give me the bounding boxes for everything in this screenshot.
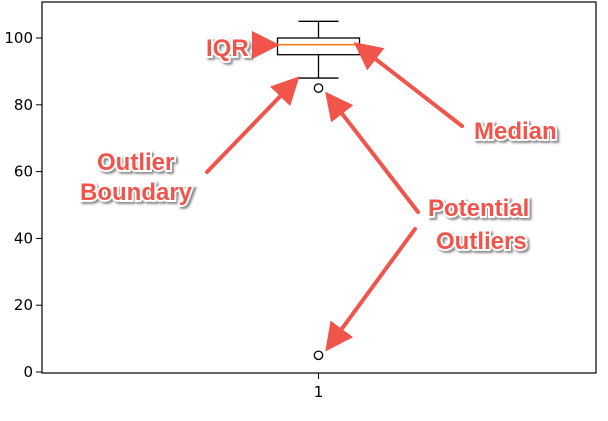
x-tick-label: 1 bbox=[314, 383, 324, 401]
y-tick-label: 100 bbox=[4, 29, 33, 47]
iqr-annotation: IQR bbox=[206, 35, 249, 62]
y-tick-label: 60 bbox=[14, 163, 33, 181]
median-arrow bbox=[353, 42, 464, 128]
potential-outlier-upper-arrow bbox=[325, 91, 420, 214]
potential-outlier-lower-arrow bbox=[325, 227, 417, 352]
outlier-point bbox=[313, 83, 324, 93]
median-annotation: Median bbox=[474, 118, 557, 145]
y-tick-label: 0 bbox=[23, 363, 33, 381]
iqr-box bbox=[276, 37, 361, 56]
y-axis: 0 20 40 60 80 100 bbox=[4, 29, 42, 381]
outlier-boundary-annotation-line2: Boundary bbox=[80, 179, 193, 206]
box-layer bbox=[276, 20, 361, 361]
y-tick-label: 80 bbox=[14, 96, 33, 114]
x-axis: 1 bbox=[314, 373, 324, 401]
potential-outliers-annotation-line2: Outliers bbox=[436, 228, 527, 255]
y-tick-label: 40 bbox=[14, 229, 33, 247]
potential-outliers-annotation-line1: Potential bbox=[428, 195, 529, 222]
y-tick-label: 20 bbox=[14, 296, 33, 314]
outlier-boundary-annotation-line1: Outlier bbox=[97, 149, 174, 176]
annotation-arrows bbox=[205, 31, 464, 352]
outlier-boundary-arrow bbox=[205, 76, 300, 174]
outlier-point bbox=[313, 350, 324, 361]
